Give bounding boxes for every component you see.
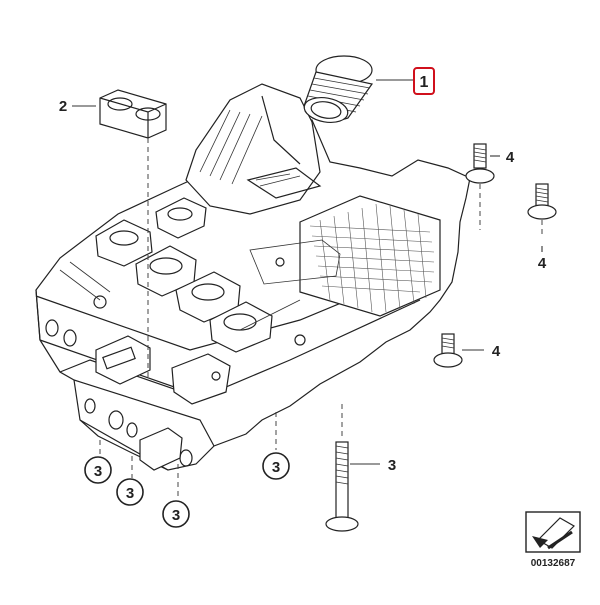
callout-label: 3 [94, 463, 102, 480]
sheet-icon [525, 511, 581, 553]
long-bolt [325, 441, 359, 532]
callout-label: 3 [126, 485, 134, 502]
callout-1-highlight: 1 [413, 67, 435, 95]
highlight-box [413, 67, 435, 95]
valve-body-assembly [35, 83, 471, 471]
callout-2: 2 [59, 98, 67, 115]
callout-label: 3 [172, 507, 180, 524]
leader-lines [72, 79, 543, 465]
rear-grid-plate [299, 195, 441, 317]
front-bore-holes [45, 319, 193, 467]
callout-label: 1 [420, 74, 429, 91]
callout-4-mid: 4 [492, 343, 501, 360]
filter-housing [185, 83, 322, 215]
callout-3-circle-a: 3 [84, 456, 112, 484]
arrow-icon [532, 536, 548, 548]
electrical-connector [95, 335, 231, 471]
callout-3-circle-b: 3 [116, 478, 144, 506]
callout-3-bolt: 3 [388, 457, 396, 474]
callout-3-circle-c: 3 [162, 500, 190, 528]
bolt-right [527, 183, 557, 220]
callout-4-top: 4 [506, 149, 515, 166]
filter-sleeve-part [303, 55, 374, 124]
bolt-top [465, 143, 495, 184]
image-code: 00132687 [531, 558, 576, 569]
callout-3-circle-d: 3 [262, 452, 290, 480]
seal-part [99, 89, 167, 139]
solenoid-valves [95, 197, 273, 353]
assembly-lines [99, 138, 543, 498]
bolt-mid [433, 333, 463, 368]
callout-label: 3 [272, 459, 280, 476]
callout-4-right: 4 [538, 255, 547, 272]
